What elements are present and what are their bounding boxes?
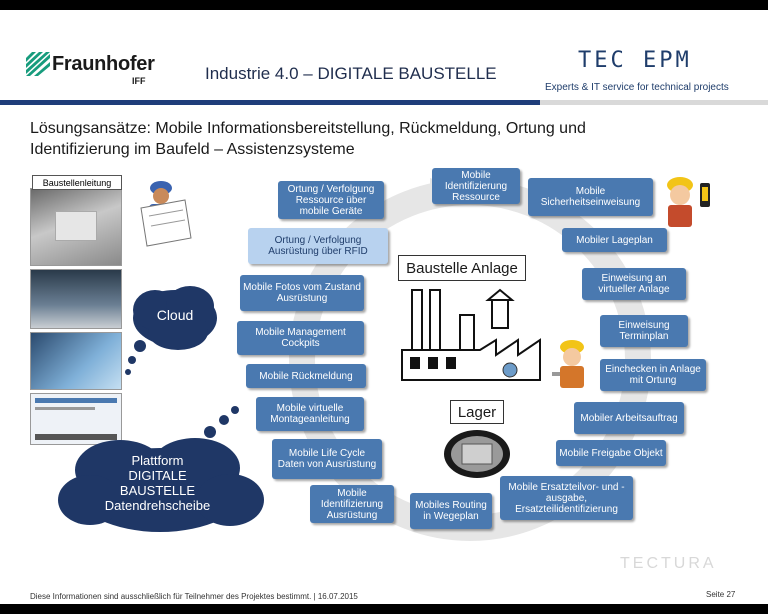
bottom-black-bar [0,604,768,614]
header-divider-blue [0,100,540,105]
page-number: Seite 27 [706,590,736,599]
box-fotos-zustand: Mobile Fotos vom Zustand Ausrüstung [240,275,364,311]
footer-note: Diese Informationen sind ausschließlich … [30,592,358,601]
box-identifizierung-ressource: Mobile Identifizierung Ressource [432,168,520,204]
box-freigabe-objekt: Mobile Freigabe Objekt [556,440,666,466]
warehouse-3d-icon [444,430,510,478]
box-lageplan: Mobiler Lageplan [562,228,667,252]
box-sicherheitseinweisung: Mobile Sicherheitseinweisung [528,178,653,216]
box-montageanleitung: Mobile virtuelle Montageanleitung [256,397,364,431]
box-routing-wegeplan: Mobiles Routing in Wegeplan [410,493,492,529]
baustellenleitung-label: Baustellenleitung [32,175,122,190]
construction-worker-icon-2 [552,340,584,388]
box-ortung-rfid: Ortung / Verfolgung Ausrüstung über RFID [248,228,388,264]
platform-line-2: DIGITALE [128,468,187,483]
box-einchecken-anlage: Einchecken in Anlage mit Ortung [600,359,706,391]
box-identifizierung-ausruestung: Mobile Identifizierung Ausrüstung [310,485,394,523]
fraunhofer-logo-icon [26,52,50,76]
box-ersatzteile: Mobile Ersatzteilvor- und -ausgabe, Ersa… [500,476,633,520]
box-life-cycle-daten: Mobile Life Cycle Daten von Ausrüstung [272,439,382,479]
slide-subtitle: Lösungsansätze: Mobile Informationsberei… [30,118,750,160]
box-einweisung-terminplan: Einweisung Terminplan [600,315,688,347]
platform-line-4: Datendrehscheibe [104,498,211,513]
top-black-bar [0,0,768,10]
subtitle-line-2: Identifizierung im Baufeld – Assistenzsy… [30,141,355,158]
box-management-cockpits: Mobile Management Cockpits [237,321,364,355]
worker-with-blueprint-icon [140,181,192,247]
box-rueckmeldung: Mobile Rückmeldung [246,364,366,388]
construction-worker-icon [667,177,710,227]
software-screenshot [30,393,122,445]
box-einweisung-anlage: Einweisung an virtueller Anlage [582,268,686,300]
virtual-reality-photo [30,332,122,390]
tec-epm-logo: TEC EPM [578,48,692,73]
slide-title: Industrie 4.0 – DIGITALE BAUSTELLE [205,64,497,83]
factory-icon [401,288,541,381]
fraunhofer-logo-sub: IFF [132,76,146,86]
platform-cloud-shape [58,406,264,532]
subtitle-line-1: Lösungsansätze: Mobile Informationsberei… [30,120,586,137]
box-ortung-ressource: Ortung / Verfolgung Ressource über mobil… [278,181,384,219]
fraunhofer-logo-text: Fraunhofer [52,53,155,75]
platform-line-1: Plattform [131,453,184,468]
lager-label: Lager [450,400,504,424]
tectura-watermark: TECTURA [620,555,717,572]
cloud-label: Cloud [156,307,194,323]
building-photo [30,188,122,266]
box-arbeitsauftrag: Mobiler Arbeitsauftrag [574,402,684,434]
header-divider-gray [540,100,768,105]
tec-epm-tagline: Experts & IT service for technical proje… [545,82,729,93]
baustelle-anlage-label: Baustelle Anlage [398,255,526,281]
platform-cloud-label: Plattform DIGITALE BAUSTELLE Datendrehsc… [75,453,240,513]
platform-line-3: BAUSTELLE [119,483,196,498]
cloud-shape [125,286,217,375]
meeting-room-photo [30,269,122,329]
